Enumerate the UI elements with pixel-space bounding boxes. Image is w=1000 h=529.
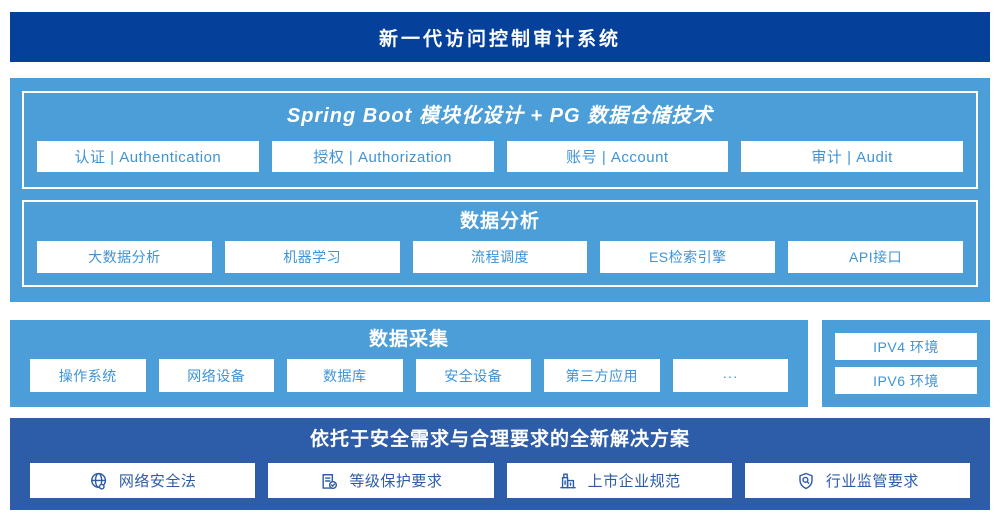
top-banner: 新一代访问控制审计系统 [10,12,990,62]
environment-section: IPV4 环境 IPV6 环境 [822,320,990,407]
solution-box-label: 上市企业规范 [587,473,681,490]
env-box-ipv6: IPV6 环境 [835,367,977,394]
solution-row: 网络安全法 等级保护要求 [10,463,990,498]
modules-section-title: Spring Boot 模块化设计 + PG 数据仓储技术 [286,105,714,127]
solution-box-label: 网络安全法 [118,473,197,490]
collection-box-security-device: 安全设备 [415,359,531,392]
collection-box-os: 操作系统 [30,359,146,392]
module-box-audit: 审计 | Audit [741,141,963,172]
analysis-box-api: API接口 [788,241,963,273]
analysis-box-es: ES检索引擎 [600,241,776,273]
collection-box-thirdparty: 第三方应用 [544,359,660,392]
module-box-authentication: 认证 | Authentication [37,141,259,172]
solution-box-label: 等级保护要求 [349,473,443,490]
analysis-box-bigdata: 大数据分析 [37,241,212,273]
solution-section-title: 依托于安全需求与合理要求的全新解决方案 [309,429,690,450]
analysis-section: 数据分析 大数据分析 机器学习 流程调度 ES检索引擎 API接口 [22,200,978,287]
modules-section: Spring Boot 模块化设计 + PG 数据仓储技术 认证 | Authe… [22,91,978,189]
solution-box-industry-regulation: 行业监管要求 [744,463,970,498]
analysis-box-workflow: 流程调度 [412,241,588,273]
solution-section: 依托于安全需求与合理要求的全新解决方案 网络安全法 [10,418,990,510]
globe-icon [89,471,109,491]
collection-row: 操作系统 网络设备 数据库 安全设备 第三方应用 ··· [10,359,808,392]
collection-box-network-device: 网络设备 [158,359,274,392]
system-title: 新一代访问控制审计系统 [378,28,621,50]
platform-panel: Spring Boot 模块化设计 + PG 数据仓储技术 认证 | Authe… [10,78,990,302]
solution-box-label: 行业监管要求 [825,473,919,490]
module-box-authorization: 授权 | Authorization [271,141,494,172]
analysis-row: 大数据分析 机器学习 流程调度 ES检索引擎 API接口 [24,241,976,273]
env-box-ipv4: IPV4 环境 [835,333,977,360]
analysis-section-title: 数据分析 [459,211,540,232]
collection-box-database: 数据库 [287,359,403,392]
modules-row: 认证 | Authentication 授权 | Authorization 账… [24,141,976,172]
building-icon [558,471,578,491]
collection-section: 数据采集 操作系统 网络设备 数据库 安全设备 第三方应用 ··· [10,320,808,407]
analysis-box-ml: 机器学习 [224,241,400,273]
collection-box-more: ··· [672,359,788,392]
solution-box-cybersecurity-law: 网络安全法 [30,463,256,498]
module-box-account: 账号 | Account [506,141,729,172]
shield-search-icon [796,471,816,491]
solution-box-listed-company: 上市企业规范 [506,463,732,498]
document-check-icon [319,471,339,491]
collection-section-title: 数据采集 [368,329,449,350]
solution-box-classified-protection: 等级保护要求 [268,463,494,498]
